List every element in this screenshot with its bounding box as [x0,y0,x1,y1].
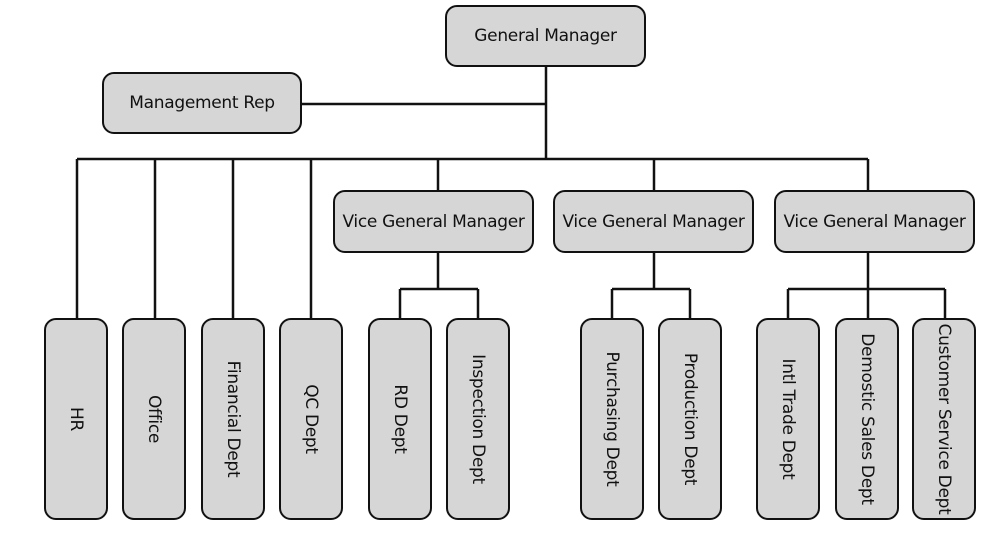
vice-general-manager-box-3: Vice General Manager [774,190,975,253]
dept-label-financial: Financial Dept [223,360,243,478]
dept-box-purchasing: Purchasing Dept [580,318,644,520]
dept-box-financial: Financial Dept [201,318,265,520]
dept-box-intl-trade: Intl Trade Dept [756,318,820,520]
dept-label-qc: QC Dept [301,384,321,454]
dept-box-domestic-sales: Demostic Sales Dept [835,318,899,520]
dept-box-hr: HR [44,318,108,520]
vice-general-manager-box-1: Vice General Manager [333,190,534,253]
management-rep-box: Management Rep [102,72,302,134]
dept-label-inspection: Inspection Dept [468,354,488,484]
vice-general-manager-label: Vice General Manager [342,211,525,232]
vice-general-manager-label: Vice General Manager [783,211,966,232]
dept-box-customer-service: Customer Service Dept [912,318,976,520]
dept-label-domestic-sales: Demostic Sales Dept [857,333,877,505]
dept-box-production: Production Dept [658,318,722,520]
dept-label-purchasing: Purchasing Dept [602,351,622,487]
dept-box-qc: QC Dept [279,318,343,520]
dept-label-rd: RD Dept [390,384,410,454]
dept-box-inspection: Inspection Dept [446,318,510,520]
dept-box-rd: RD Dept [368,318,432,520]
management-rep-label: Management Rep [129,93,275,113]
general-manager-label: General Manager [474,26,617,46]
vice-general-manager-label: Vice General Manager [562,211,745,232]
dept-label-intl-trade: Intl Trade Dept [778,358,798,480]
dept-box-office: Office [122,318,186,520]
general-manager-box: General Manager [445,5,646,67]
dept-label-office: Office [144,394,164,444]
dept-label-production: Production Dept [680,352,700,486]
vice-general-manager-box-2: Vice General Manager [553,190,754,253]
dept-label-customer-service: Customer Service Dept [934,323,954,515]
dept-label-hr: HR [66,407,86,431]
